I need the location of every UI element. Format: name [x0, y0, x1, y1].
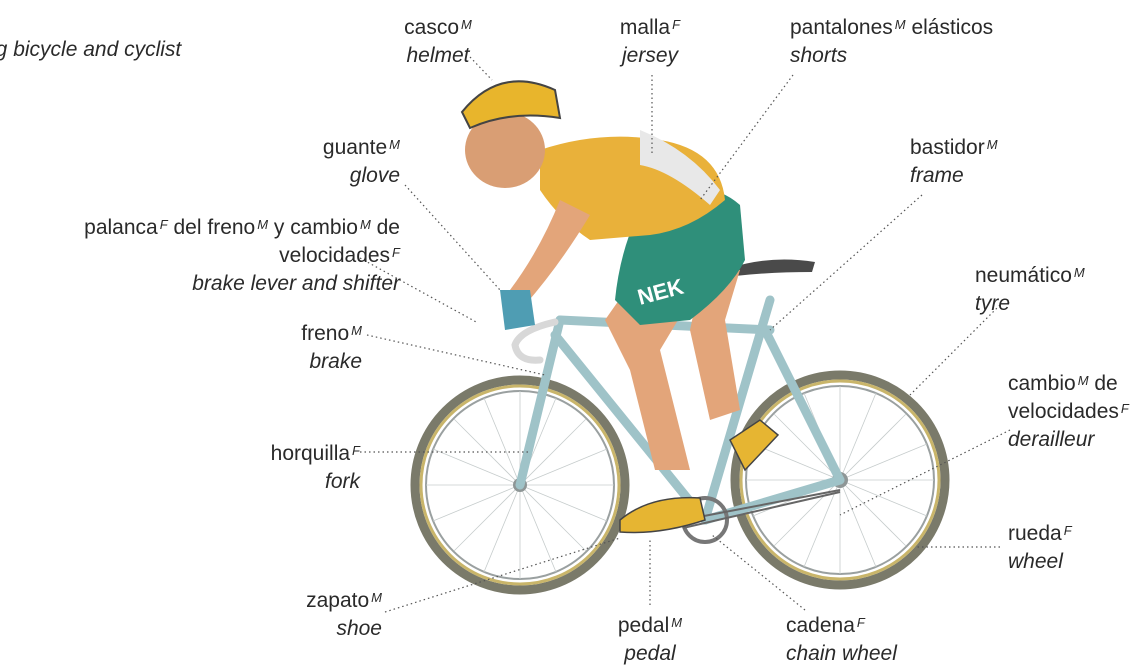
bike-frame [520, 300, 840, 520]
